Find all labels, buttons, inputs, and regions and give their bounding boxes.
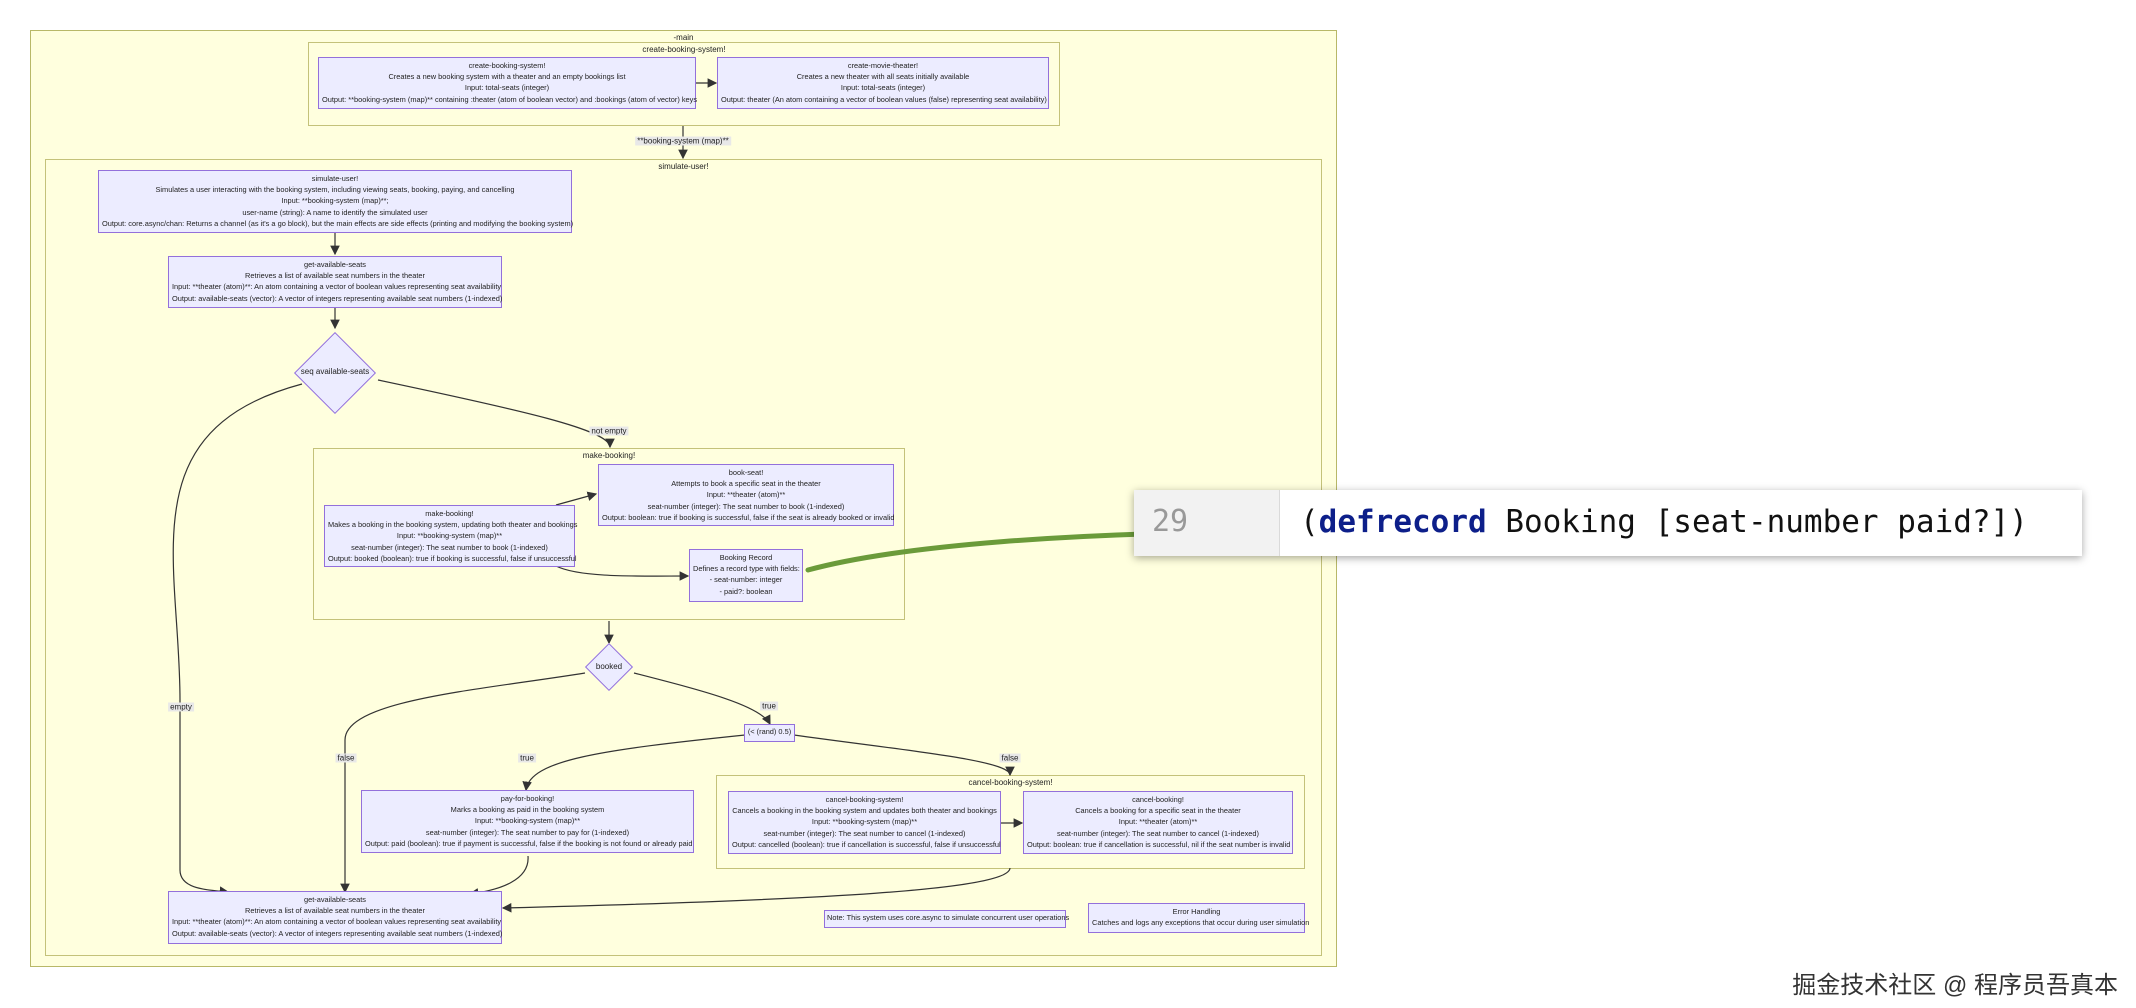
code-open-paren: ( <box>1300 504 1319 540</box>
code-popup: 29 (defrecord Booking [seat-number paid?… <box>1134 490 2082 556</box>
edge-make-to-record <box>555 565 690 581</box>
node-book-seat: book-seat! Attempts to book a specific s… <box>598 464 895 526</box>
cluster-cancel-booking-system-title: cancel-booking-system! <box>968 778 1053 787</box>
cluster-main-title: -main <box>673 33 694 42</box>
node-get-available-seats-1: get-available-seats Retrieves a list of … <box>168 256 502 308</box>
node-simulate-user: simulate-user! Simulates a user interact… <box>98 170 573 233</box>
edge-rand-false <box>793 734 1015 777</box>
node-pay-for-booking: pay-for-booking! Marks a booking as paid… <box>361 790 694 853</box>
edge-cancel-to-get-seats <box>501 867 1011 913</box>
node-create-booking-system: create-booking-system! Creates a new boo… <box>318 57 697 109</box>
decision-booked-label: booked <box>595 662 623 671</box>
watermark: 掘金技术社区 @ 程序员吾真本 <box>1792 972 2118 999</box>
node-booking-record: Booking Record Defines a record type wit… <box>689 549 803 602</box>
edge-seq-not-empty <box>377 379 615 449</box>
decision-seq-available-seats-label: seq available-seats <box>300 367 370 376</box>
cluster-create-booking-system-title: create-booking-system! <box>642 45 726 54</box>
edge-label-false-booked: false <box>335 753 357 763</box>
cluster-make-booking-title: make-booking! <box>582 451 636 460</box>
edge-rand-true <box>522 734 746 792</box>
node-rand: (< (rand) 0.5) <box>744 724 795 742</box>
edge-label-not-empty: not empty <box>589 426 629 436</box>
node-cancel-booking-system: cancel-booking-system! Cancels a booking… <box>728 791 1001 854</box>
edge-label-empty: empty <box>168 702 194 712</box>
code-line: (defrecord Booking [seat-number paid?]) <box>1280 490 2028 556</box>
edge-label-true-booked: true <box>760 701 778 711</box>
edge-seq-empty <box>172 383 303 896</box>
edge-label-true-rand: true <box>518 753 536 763</box>
cluster-simulate-user-title: simulate-user! <box>658 162 709 171</box>
node-note: Note: This system uses core.async to sim… <box>824 910 1069 928</box>
node-create-movie-theater: create-movie-theater! Creates a new thea… <box>717 57 1049 109</box>
edge-booked-true <box>633 672 771 726</box>
code-line-number: 29 <box>1134 490 1280 556</box>
node-cancel-booking: cancel-booking! Cancels a booking for a … <box>1023 791 1293 854</box>
node-make-booking: make-booking! Makes a booking in the boo… <box>324 505 577 567</box>
edge-pay-to-get-seats <box>468 855 529 898</box>
code-rest: Booking [seat-number paid?]) <box>1486 504 2028 540</box>
edge-make-to-book <box>555 491 598 506</box>
node-get-available-seats-2: get-available-seats Retrieves a list of … <box>168 891 502 944</box>
code-keyword: defrecord <box>1318 504 1487 540</box>
edge-label-false-rand: false <box>999 753 1021 763</box>
node-error-handling: Error Handling Catches and logs any exce… <box>1088 903 1309 933</box>
edge-label-booking-system-map: **booking-system (map)** <box>635 136 731 146</box>
edge-booked-false <box>340 672 586 894</box>
